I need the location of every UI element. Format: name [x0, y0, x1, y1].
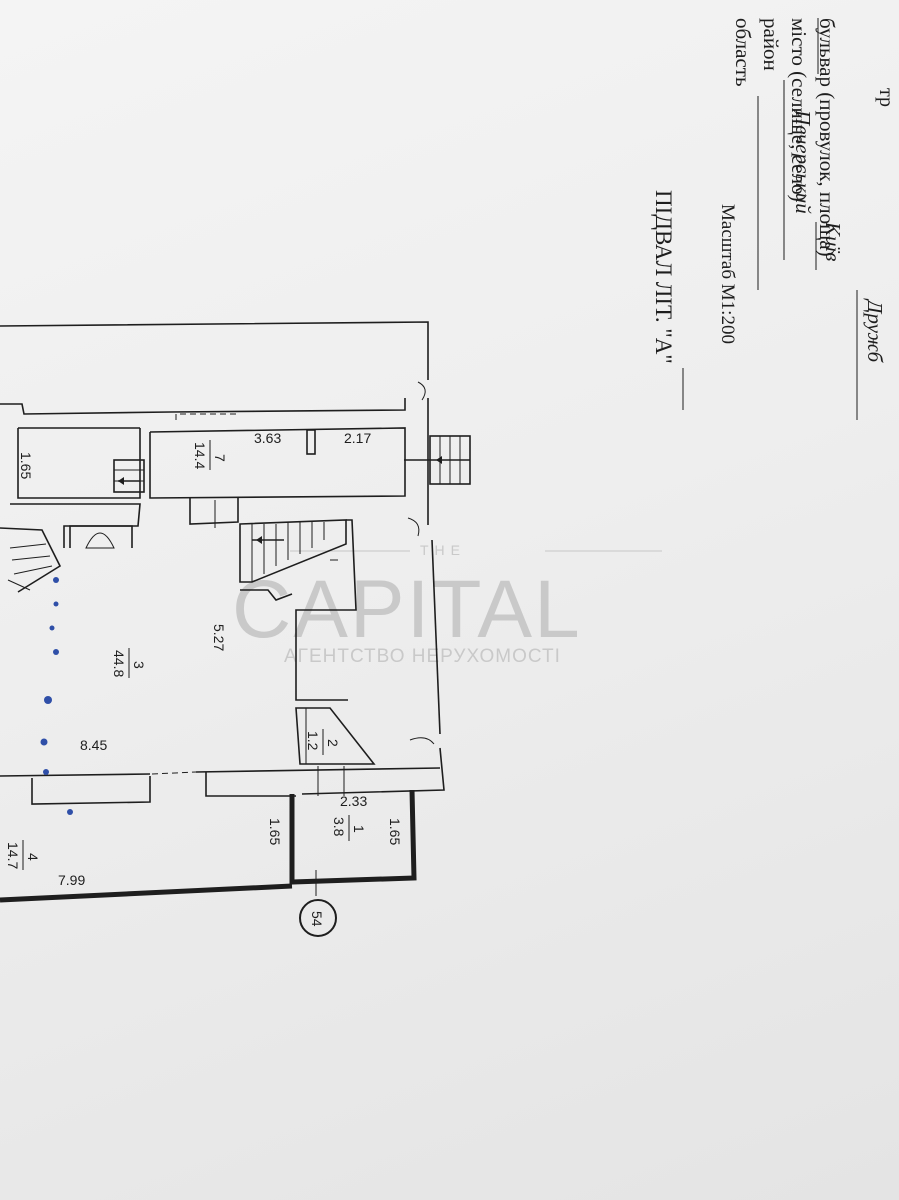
region-line-label: область: [731, 18, 755, 87]
outer-wall-right-mid: [431, 539, 441, 735]
address-header: тр бульвар (провулок, площа) Дружб місто…: [651, 18, 897, 420]
district-value: Печерський: [791, 109, 815, 214]
dim-8-45: 8.45: [80, 737, 107, 753]
axis-marker-label: 54: [309, 911, 325, 927]
room-1-walls: [289, 789, 417, 885]
svg-text:2: 2: [325, 739, 341, 747]
mid-partition-left: [10, 503, 141, 548]
dim-1-65-right: 1.65: [387, 818, 403, 845]
stair-landing: [240, 589, 293, 601]
stair-shaft-wall: [295, 519, 357, 701]
dim-5-27: 5.27: [211, 624, 227, 651]
corridor-top-wall: [0, 398, 406, 415]
outer-wall-top: [0, 321, 429, 380]
district-line-label: район: [759, 18, 783, 71]
room-1-label: 1 3.8: [331, 815, 367, 841]
outer-wall-right-lower: [301, 747, 445, 795]
room-2-walls: [295, 707, 376, 765]
room-7-walls: [149, 427, 406, 499]
dim-2-33: 2.33: [340, 793, 367, 809]
dim-2-17: 2.17: [344, 430, 371, 446]
city-line-label: місто (селище, село): [787, 18, 811, 202]
break-mark-low: [409, 737, 435, 745]
svg-text:4: 4: [25, 853, 41, 861]
stair-right: [404, 435, 471, 485]
room-4-label: 4 14.7: [5, 840, 41, 870]
agency-watermark: THE CAPITAL АГЕНТСТВО НЕРУХОМОСТІ: [232, 542, 662, 667]
outer-wall-bottom: [0, 883, 293, 903]
break-mark-mid: [407, 517, 420, 537]
niche-bottom-mid: [205, 772, 296, 797]
room-3-bottom-left: [0, 773, 151, 777]
break-mark-top: [417, 381, 426, 401]
svg-text:3.8: 3.8: [331, 817, 347, 837]
watermark-the: THE: [420, 542, 466, 558]
svg-text:3: 3: [131, 661, 147, 669]
niche-bottom-left: [31, 776, 151, 805]
left-room-walls: [17, 428, 141, 499]
floor-plan: 54: [0, 321, 471, 937]
mid-partition-door: [189, 498, 239, 525]
arch-niche: [85, 532, 115, 549]
arch-frame: [69, 525, 133, 548]
axis-marker-circle: [299, 899, 337, 937]
room-3-bottom-dashed: [151, 771, 197, 775]
stair-spiral: [0, 527, 62, 593]
city-value: Київ: [821, 221, 845, 261]
partition-post: [306, 429, 316, 455]
room-7-label: 7 14.4: [192, 440, 228, 470]
svg-text:1: 1: [351, 825, 367, 833]
dim-1-65-mid: 1.65: [267, 818, 283, 845]
plan-title: ПІДВАЛ ЛІТ. "А": [651, 190, 676, 364]
room-3-label: 3 44.8: [111, 648, 147, 678]
room-2-label: 2 1.2: [305, 729, 341, 755]
scale-label: Масштаб М1:200: [717, 204, 738, 344]
dimension-labels: 3.63 2.17 1.65 5.27 8.45 2.33 1.65 1.65 …: [18, 430, 403, 888]
room-labels: 7 14.4 3 44.8 2 1.2 1 3.8 4 14.7: [5, 440, 367, 870]
stair-central: [239, 519, 347, 583]
dim-1-65-left: 1.65: [18, 452, 34, 479]
dim-3-63: 3.63: [254, 430, 281, 446]
svg-text:1.2: 1.2: [305, 731, 321, 751]
street-line-label: бульвар (провулок, площа): [815, 18, 839, 257]
street-value: Дружб: [863, 298, 887, 364]
corner-fragment: тр: [875, 88, 897, 107]
stair-left: [113, 459, 145, 493]
svg-text:7: 7: [212, 454, 228, 462]
svg-text:44.8: 44.8: [111, 650, 127, 677]
dim-7-99: 7.99: [58, 872, 85, 888]
svg-text:14.7: 14.7: [5, 842, 21, 869]
watermark-capital: CAPITAL: [232, 564, 582, 655]
watermark-subtitle: АГЕНТСТВО НЕРУХОМОСТІ: [284, 646, 561, 667]
dashed-niche: [175, 413, 236, 420]
svg-text:14.4: 14.4: [192, 442, 208, 469]
pen-marks: [40, 577, 73, 815]
